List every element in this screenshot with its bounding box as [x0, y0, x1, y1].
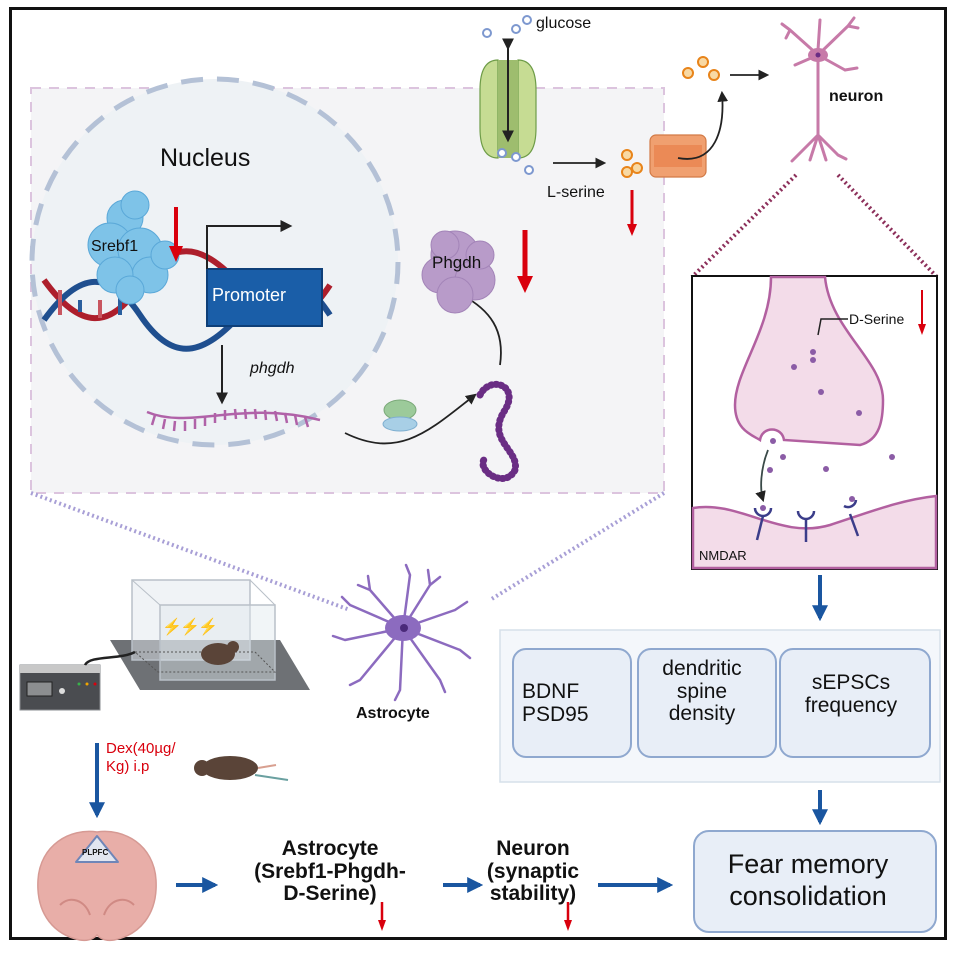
- effect-text: sEPSCs frequency: [785, 671, 917, 717]
- shock-icon: ⚡: [198, 617, 218, 636]
- decrease-arrow-astrocyte-pathway: [378, 920, 386, 931]
- effect-line: density: [668, 702, 736, 726]
- treatment-route: Kg) i.p: [106, 758, 150, 775]
- injected-mouse: [194, 756, 289, 781]
- brain-section: [37, 830, 157, 942]
- outcome-line: Fear memory: [727, 849, 889, 879]
- outcome-line: consolidation: [729, 881, 887, 912]
- pathway-astrocyte-mechanism-end: D-Serine): [283, 882, 377, 906]
- astrocyte-nucleus: [400, 624, 408, 632]
- decrease-arrow-srebf1: [169, 246, 183, 262]
- pathway-neuron-mechanism-end: stability): [489, 882, 577, 906]
- pathway-astrocyte-title: Astrocyte: [281, 837, 379, 860]
- effect-line: sEPSCs: [811, 671, 891, 694]
- gene-label: phgdh: [250, 360, 295, 377]
- effect-line: dendritic: [662, 657, 742, 680]
- effect-line: BDNF: [522, 680, 580, 703]
- pathway-neuron-title: Neuron: [496, 837, 570, 860]
- outcome-text: Fear memory consolidation: [703, 848, 913, 913]
- zoom-line-neuron-left: [690, 173, 798, 279]
- brain-region-label: PLPFC: [82, 848, 109, 857]
- dserine-label: D-Serine: [849, 311, 905, 327]
- treatment-dose: Dex(40µg/: [106, 740, 176, 757]
- glucose-transporter: [479, 38, 537, 159]
- presynaptic-terminal: [733, 275, 885, 447]
- effect-line: frequency: [804, 693, 898, 717]
- dserine-vesicles: [760, 349, 895, 511]
- pathway-neuron: Neuron (synaptic stability): [478, 837, 588, 906]
- dserine-pointer-line: [817, 318, 848, 336]
- astrocyte-label: Astrocyte: [356, 705, 430, 722]
- postsynaptic-membrane: [691, 494, 938, 570]
- release-arrow: [755, 449, 769, 503]
- pathway-astrocyte-mechanism: (Srebf1-Phgdh-: [254, 859, 406, 883]
- decrease-arrow-lserine: [627, 224, 637, 236]
- promoter-box: [206, 268, 323, 327]
- srebf1-label: Srebf1: [91, 238, 139, 255]
- astrocyte-cell: [331, 563, 472, 702]
- decrease-arrow-neuron-pathway: [564, 920, 572, 931]
- shock-generator: [19, 650, 136, 711]
- pathway-neuron-mechanism: (synaptic: [486, 859, 580, 883]
- lserine-molecules: [621, 56, 720, 178]
- promoter-label: Promoter: [212, 285, 287, 305]
- neuron-cell: [780, 16, 860, 163]
- decrease-arrow-phgdh: [517, 276, 533, 293]
- effect-box-spine: dendritic spine density: [637, 648, 777, 758]
- lserine-label: L-serine: [547, 184, 605, 201]
- glucose-molecules: [482, 15, 534, 175]
- effect-line: spine: [676, 679, 728, 703]
- mouse-icon: [201, 643, 235, 665]
- srebf1-protein: [87, 190, 180, 305]
- zoom-line-left: [30, 491, 351, 612]
- shock-icon: ⚡: [180, 617, 200, 636]
- glucose-label: glucose: [536, 15, 592, 32]
- decrease-arrow-dserine: [918, 324, 926, 335]
- phgdh-label: Phgdh: [432, 253, 482, 272]
- syringe-icon: [254, 774, 289, 781]
- nucleus-title: Nucleus: [160, 144, 251, 172]
- neuron-label: neuron: [829, 88, 884, 105]
- nmda-receptors: [753, 499, 860, 542]
- effect-text: dendritic spine density: [647, 657, 757, 726]
- nmdar-label: NMDAR: [699, 548, 747, 563]
- translation-arrow: [344, 393, 477, 445]
- mrna-strand: [146, 408, 321, 432]
- effect-line: PSD95: [522, 703, 589, 727]
- neuron-nucleus: [815, 52, 821, 58]
- fear-conditioning-chamber: ⚡ ⚡ ⚡: [110, 579, 310, 690]
- export-arrow: [677, 90, 729, 160]
- shock-icon: ⚡: [162, 617, 182, 636]
- effect-box-bdnf: BDNF PSD95: [512, 648, 632, 758]
- ribosome: [382, 399, 418, 432]
- serine-transporter: [649, 134, 707, 178]
- outcome-box: Fear memory consolidation: [693, 830, 937, 933]
- transcription-start-arrow: [206, 220, 293, 269]
- effect-box-sepsc: sEPSCs frequency: [779, 648, 931, 758]
- zoom-line-right: [488, 491, 666, 602]
- polypeptide-chain: [476, 380, 519, 482]
- pathway-astrocyte: Astrocyte (Srebf1-Phgdh- D-Serine): [230, 837, 430, 906]
- treatment-label: Dex(40µg/ Kg) i.p: [106, 740, 176, 776]
- phgdh-protein: [421, 230, 496, 314]
- zoom-line-neuron-right: [836, 173, 939, 279]
- effect-text: BDNF PSD95: [522, 680, 589, 726]
